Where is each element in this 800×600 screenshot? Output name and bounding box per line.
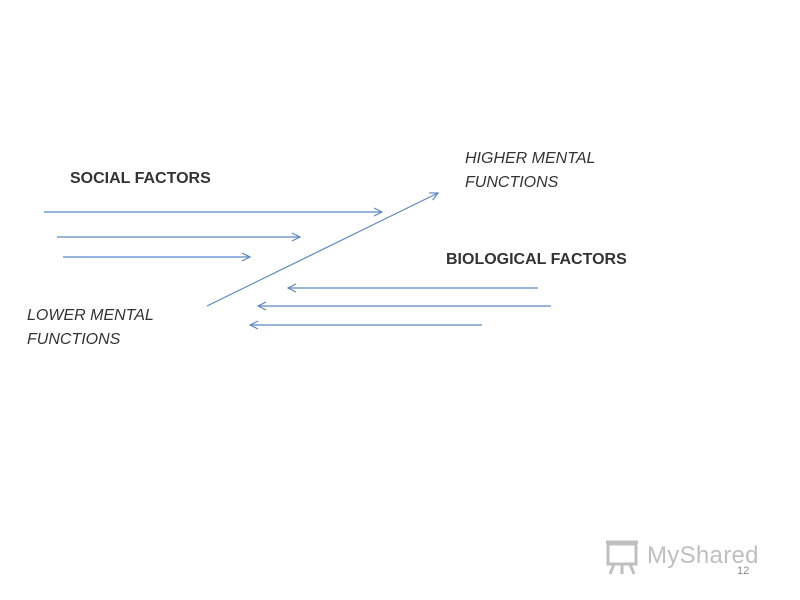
biological-factors-label: BIOLOGICAL FACTORS <box>446 251 627 268</box>
social-factors-label: SOCIAL FACTORS <box>70 170 211 187</box>
watermark-logo: MyShared <box>604 536 774 576</box>
lower-mental-line-2: FUNCTIONS <box>27 331 121 348</box>
higher-mental-line-1: HIGHER MENTAL <box>465 150 596 167</box>
presentation-board-icon <box>606 540 638 575</box>
higher-mental-functions-label: HIGHER MENTAL FUNCTIONS <box>465 147 595 195</box>
higher-mental-line-2: FUNCTIONS <box>465 174 559 191</box>
lower-mental-line-1: LOWER MENTAL <box>27 307 154 324</box>
watermark-text: MyShared <box>647 542 759 569</box>
lower-mental-functions-label: LOWER MENTAL FUNCTIONS <box>27 304 154 352</box>
page-number: 12 <box>737 565 750 577</box>
development-arrow <box>206 193 438 307</box>
